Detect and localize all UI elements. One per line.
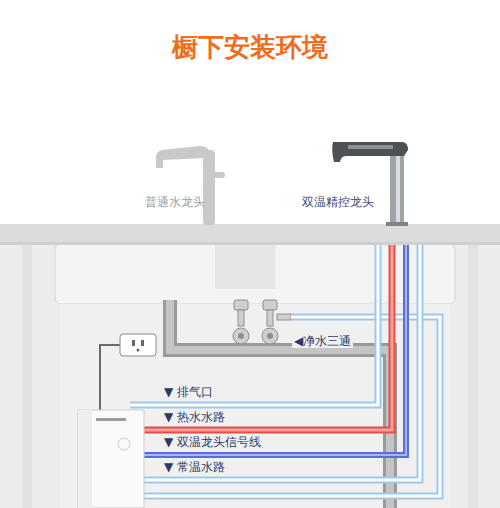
pipe-label: ▼ 常温水路 <box>162 460 227 474</box>
pipe-label: 普通水龙头 <box>143 195 207 209</box>
pipe-label: 双温精控龙头 <box>300 195 376 209</box>
pipe-label: ▼ 热水水路 <box>162 410 227 424</box>
diagram-title: 橱下安装环境 <box>172 30 328 65</box>
pipe-label: ▼ 排气口 <box>162 385 215 399</box>
pipe-label: ▼ 双温龙头信号线 <box>162 435 263 449</box>
pipe-label: ◀净水三通 <box>292 334 353 348</box>
